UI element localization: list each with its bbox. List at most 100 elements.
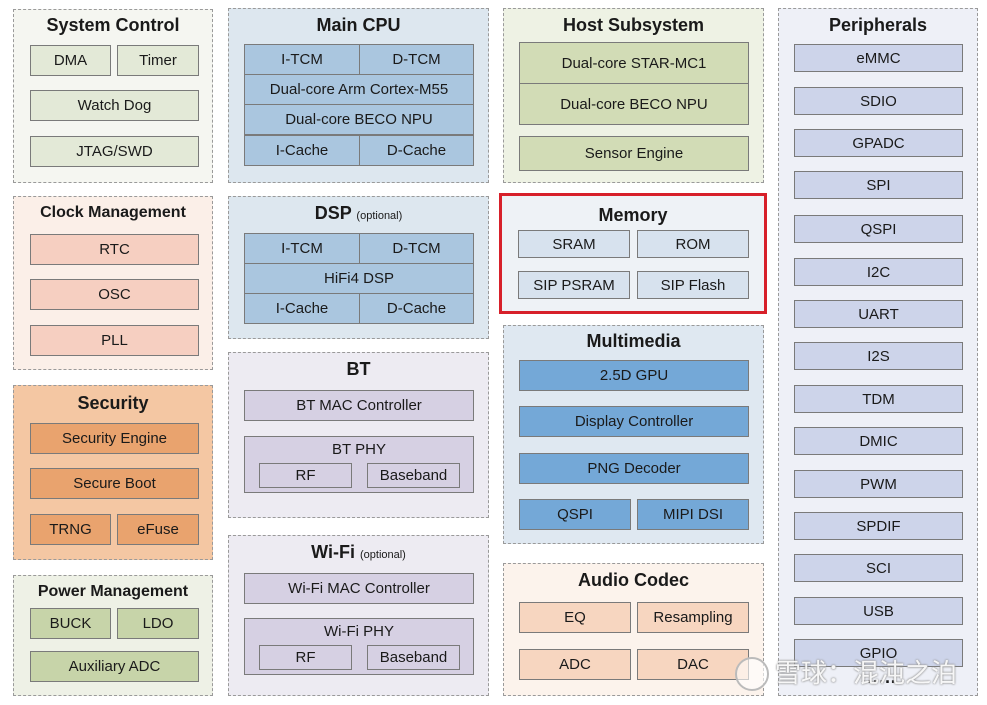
main-cpu-group: Main CPU I-TCM D-TCM Dual-core Arm Corte… — [228, 8, 489, 183]
bt-group: BT BT MAC Controller BT PHY RF Baseband — [228, 352, 489, 518]
group-title: Peripherals — [828, 15, 928, 35]
group-title: Security — [77, 393, 149, 413]
trng-block: TRNG — [30, 514, 111, 545]
group-title: Multimedia — [586, 331, 681, 351]
icache-block: I-Cache — [244, 135, 360, 166]
peripheral-item: USB — [794, 597, 963, 625]
optional-note: (optional) — [356, 210, 403, 222]
host-npu-block: Dual-core BECO NPU — [519, 83, 749, 125]
sip-psram-block: SIP PSRAM — [518, 271, 630, 299]
efuse-block: eFuse — [117, 514, 199, 545]
wifi-group: Wi-Fi (optional) Wi-Fi MAC Controller Wi… — [228, 535, 489, 696]
peripheral-item: I2S — [794, 342, 963, 370]
hifi4-block: HiFi4 DSP — [244, 263, 474, 294]
dsp-title: DSP — [314, 203, 352, 223]
group-title: Clock Management — [40, 204, 186, 221]
security-engine-block: Security Engine — [30, 423, 199, 454]
auxiliary-adc-block: Auxiliary ADC — [30, 651, 199, 682]
peripheral-ellipsis: …… — [860, 667, 897, 687]
security-group: Security Security Engine Secure Boot TRN… — [13, 385, 213, 560]
gpu-block: 2.5D GPU — [519, 360, 749, 391]
wifi-mac-block: Wi-Fi MAC Controller — [244, 573, 474, 604]
peripheral-item: GPADC — [794, 129, 963, 157]
rf-block: RF — [259, 645, 352, 670]
peripheral-item: SDIO — [794, 87, 963, 115]
multimedia-group: Multimedia 2.5D GPU Display Controller P… — [503, 325, 764, 544]
peripheral-item: QSPI — [794, 215, 963, 243]
memory-group: Memory SRAM ROM SIP PSRAM SIP Flash — [499, 193, 767, 314]
peripheral-item: GPIO — [794, 639, 963, 667]
peripheral-item: DMIC — [794, 427, 963, 455]
dtcm-block: D-TCM — [359, 233, 474, 264]
group-title: Host Subsystem — [562, 15, 705, 35]
npu-block: Dual-core BECO NPU — [244, 104, 474, 135]
itcm-block: I-TCM — [244, 233, 360, 264]
peripheral-item: PWM — [794, 470, 963, 498]
power-management-group: Power Management BUCK LDO Auxiliary ADC — [13, 575, 213, 696]
peripheral-item: SPDIF — [794, 512, 963, 540]
timer-block: Timer — [117, 45, 199, 76]
secure-boot-block: Secure Boot — [30, 468, 199, 499]
watermark: 雪球：混沌之泊 — [734, 653, 957, 691]
optional-note: (optional) — [359, 549, 406, 561]
group-title: Memory — [598, 205, 668, 225]
png-decoder-block: PNG Decoder — [519, 453, 749, 484]
osc-block: OSC — [30, 279, 199, 310]
dma-block: DMA — [30, 45, 111, 76]
dsp-group: DSP (optional) I-TCM D-TCM HiFi4 DSP I-C… — [228, 196, 489, 339]
pll-block: PLL — [30, 325, 199, 356]
audio-codec-group: Audio Codec EQ Resampling ADC DAC — [503, 563, 764, 696]
bt-mac-block: BT MAC Controller — [244, 390, 474, 421]
group-title: Audio Codec — [578, 570, 689, 590]
peripherals-group: Peripherals eMMC SDIO GPADC SPI QSPI I2C… — [778, 8, 978, 696]
rtc-block: RTC — [30, 234, 199, 265]
display-controller-block: Display Controller — [519, 406, 749, 437]
peripheral-item: eMMC — [794, 44, 963, 72]
bt-phy-block: BT PHY RF Baseband — [244, 436, 474, 493]
baseband-block: Baseband — [367, 463, 460, 488]
group-title: System Control — [46, 15, 180, 35]
dac-block: DAC — [637, 649, 749, 680]
adc-block: ADC — [519, 649, 631, 680]
resampling-block: Resampling — [637, 602, 749, 633]
group-title: BT — [346, 359, 371, 379]
sensor-engine-block: Sensor Engine — [519, 136, 749, 171]
jtag-swd-block: JTAG/SWD — [30, 136, 199, 167]
group-title: Main CPU — [316, 15, 401, 35]
dtcm-block: D-TCM — [359, 44, 474, 75]
wifi-phy-title: Wi-Fi PHY — [324, 623, 394, 640]
mipi-dsi-block: MIPI DSI — [637, 499, 749, 530]
clock-management-group: Clock Management RTC OSC PLL — [13, 196, 213, 370]
host-subsystem-group: Host Subsystem Dual-core STAR-MC1 Dual-c… — [503, 8, 764, 183]
star-mc1-block: Dual-core STAR-MC1 — [519, 42, 749, 84]
cortex-m55-block: Dual-core Arm Cortex-M55 — [244, 74, 474, 105]
rf-block: RF — [259, 463, 352, 488]
dcache-block: D-Cache — [359, 293, 474, 324]
peripheral-item: I2C — [794, 258, 963, 286]
snowball-logo-icon — [734, 657, 769, 691]
peripheral-item: UART — [794, 300, 963, 328]
wifi-title: Wi-Fi — [311, 542, 355, 562]
dcache-block: D-Cache — [359, 135, 474, 166]
eq-block: EQ — [519, 602, 631, 633]
group-title: DSP (optional) — [229, 202, 488, 227]
system-control-group: System Control DMA Timer Watch Dog JTAG/… — [13, 9, 213, 183]
sram-block: SRAM — [518, 230, 630, 258]
rom-block: ROM — [637, 230, 749, 258]
mm-qspi-block: QSPI — [519, 499, 631, 530]
peripheral-item: TDM — [794, 385, 963, 413]
itcm-block: I-TCM — [244, 44, 360, 75]
bt-phy-title: BT PHY — [332, 441, 386, 458]
peripheral-item: SPI — [794, 171, 963, 199]
buck-block: BUCK — [30, 608, 111, 639]
ldo-block: LDO — [117, 608, 199, 639]
peripheral-item: SCI — [794, 554, 963, 582]
icache-block: I-Cache — [244, 293, 360, 324]
group-title: Wi-Fi (optional) — [229, 541, 488, 566]
baseband-block: Baseband — [367, 645, 460, 670]
watchdog-block: Watch Dog — [30, 90, 199, 121]
wifi-phy-block: Wi-Fi PHY RF Baseband — [244, 618, 474, 675]
group-title: Power Management — [37, 583, 189, 600]
sip-flash-block: SIP Flash — [637, 271, 749, 299]
watermark-text: 雪球：混沌之泊 — [774, 658, 957, 689]
